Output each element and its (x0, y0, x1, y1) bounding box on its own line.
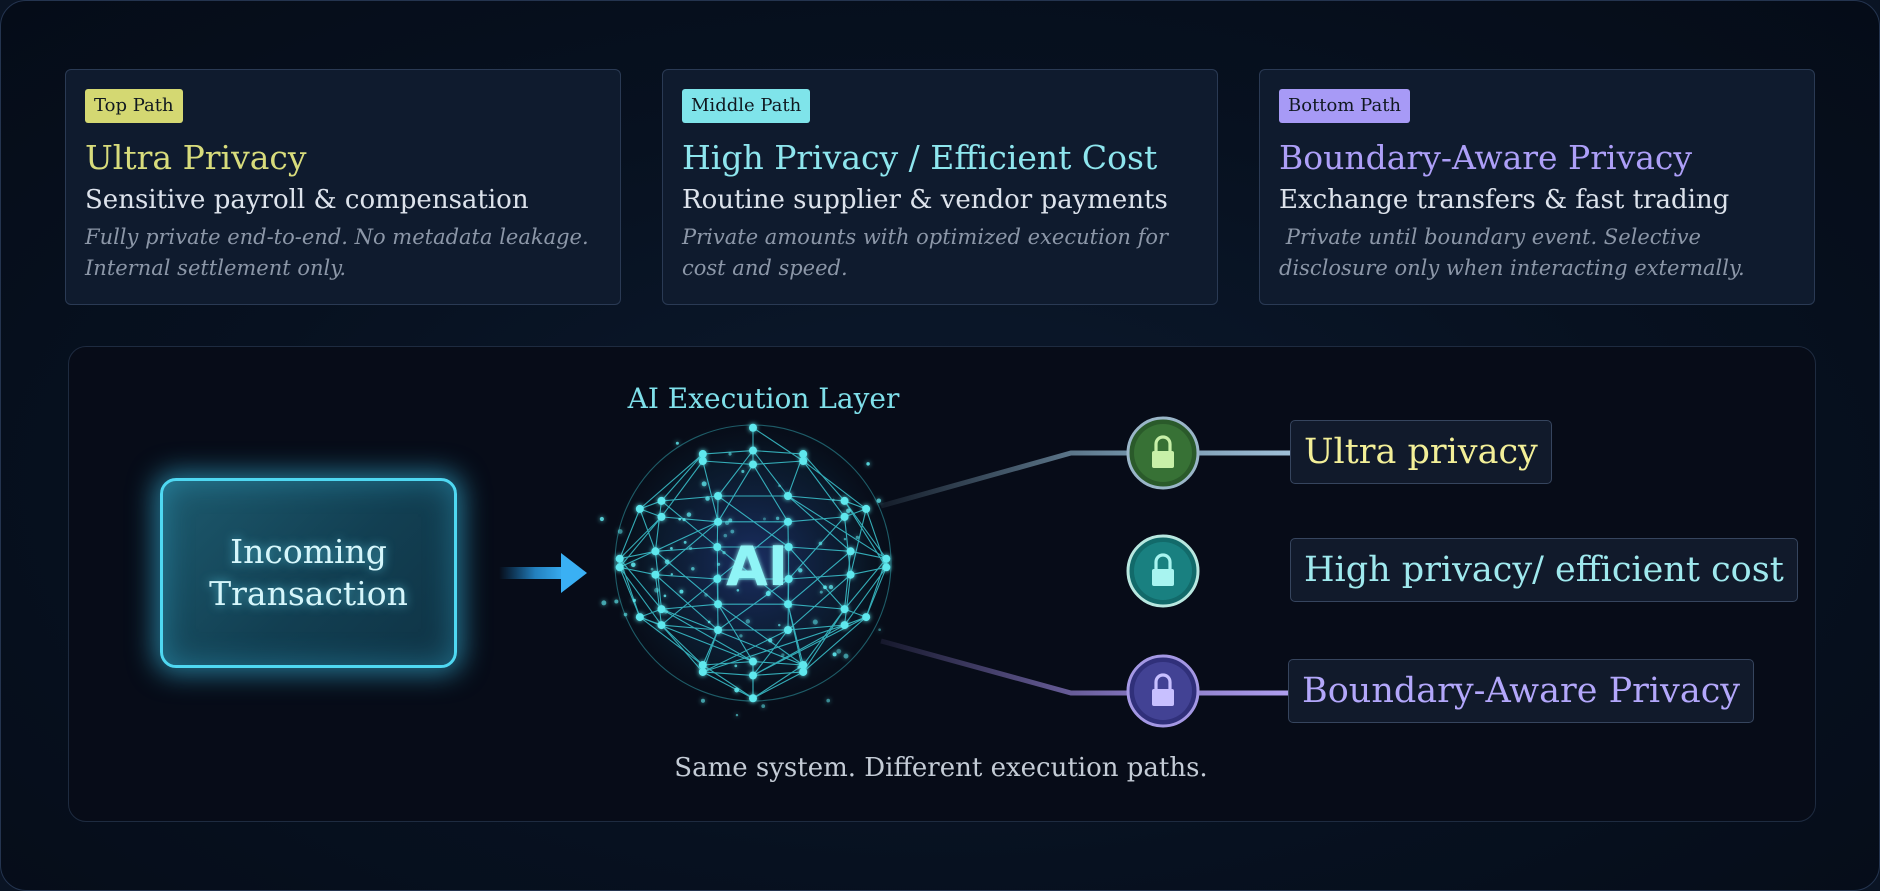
padlock-icon (1128, 656, 1198, 726)
output-high-privacy: High privacy/ efficient cost (1290, 538, 1798, 602)
flow-arrow-icon (499, 553, 587, 593)
ai-execution-layer-title: AI Execution Layer (561, 381, 966, 417)
diagram-caption: Same system. Different execution paths. (561, 751, 1321, 785)
route-line-bottom (881, 641, 1291, 693)
ai-core-label: AI (726, 535, 788, 598)
padlock-icon (1128, 418, 1198, 488)
output-ultra-privacy: Ultra privacy (1290, 420, 1552, 484)
route-line-top (881, 453, 1291, 506)
output-boundary-aware: Boundary-Aware Privacy (1288, 659, 1754, 723)
ai-network-sphere: AI (600, 413, 903, 716)
padlock-icon (1128, 536, 1198, 606)
